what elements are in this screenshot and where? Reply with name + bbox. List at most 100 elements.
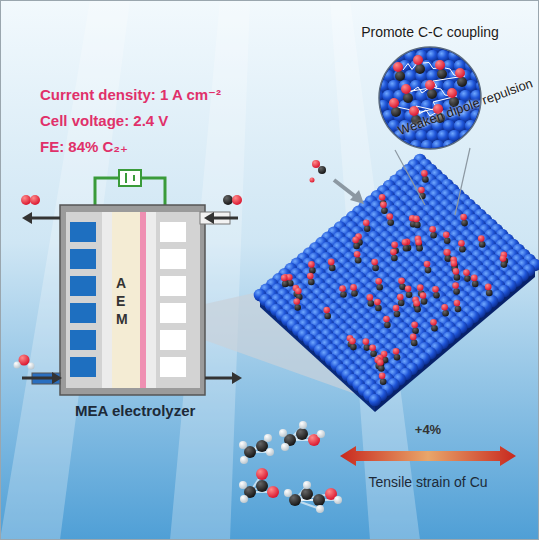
- cu-slab: [391, 255, 398, 262]
- strain-node: +4% Tensile strain of Cu: [338, 420, 518, 500]
- cu-slab: [293, 298, 300, 305]
- cu-slab: [350, 344, 357, 351]
- cu-slab: [411, 321, 418, 328]
- cu-slab: [371, 259, 378, 266]
- cu-slab: [461, 220, 468, 227]
- product-molecules: [284, 489, 292, 497]
- gas-molecules: [30, 195, 40, 205]
- cu-slab: [399, 284, 406, 291]
- product-molecules: [266, 448, 274, 456]
- cu-slab: [406, 291, 413, 298]
- flow-arrows: [30, 217, 60, 220]
- zoom-circle: [432, 140, 444, 152]
- zoom-circle: [481, 70, 493, 82]
- cu-slab: [294, 304, 301, 311]
- cu-slab: [478, 235, 485, 242]
- zoom-circle: [503, 130, 510, 142]
- metric-label: Cell voltage: 2.4 V: [40, 112, 168, 129]
- zoom-circle: [443, 140, 455, 152]
- cu-slab: [443, 232, 450, 239]
- zoom-circle: [498, 120, 510, 132]
- metric-label: FE: 84% C₂₊: [40, 138, 128, 156]
- zoom-circle: [454, 140, 466, 152]
- cu-slab: [281, 275, 288, 282]
- electrolyzer: [125, 173, 127, 183]
- cu-slab: [363, 220, 370, 227]
- zoom-circle: [498, 140, 510, 152]
- zoom-circle: [425, 80, 435, 90]
- cu-slab: [370, 350, 377, 357]
- electrolyzer: [160, 222, 186, 242]
- product-molecules: [303, 481, 311, 489]
- zoom-circle: [427, 89, 437, 99]
- cu-slab: [421, 170, 428, 177]
- cu-slab: [444, 238, 451, 245]
- cu-slab: [329, 265, 336, 272]
- cu-slab: [411, 340, 418, 347]
- zoom-circle: [476, 120, 488, 132]
- product-molecules: [256, 468, 268, 480]
- zoom-circle-node: Promote C-C couplingWeaken dipole repuls…: [350, 24, 510, 154]
- zoom-circle: [470, 130, 482, 142]
- zoom-circle: [377, 60, 389, 72]
- adsorption-arrow: [310, 178, 315, 183]
- gas-molecules: [14, 195, 243, 370]
- cu-slab: [455, 306, 462, 313]
- gas-molecules: [232, 195, 242, 205]
- cu-slab: [393, 348, 400, 355]
- electrolyzer-node: MEA electrolyzerAEM: [40, 170, 240, 425]
- cu-slab: [398, 278, 405, 285]
- cu-slab: [386, 213, 393, 220]
- cu-slab: [349, 338, 356, 345]
- node-text: +4%: [338, 422, 518, 437]
- cu-slab: [471, 275, 478, 282]
- zoom-circle: [492, 130, 504, 142]
- zoom-circle: [371, 110, 383, 122]
- cu-slab: [354, 251, 361, 258]
- zoom-circle: [389, 98, 399, 108]
- cu-slab: [375, 278, 382, 285]
- zoom-circle: [476, 40, 488, 52]
- metric-label: Current density: 1 A cm⁻²: [40, 86, 221, 104]
- zoom-circle: [371, 130, 383, 142]
- zoom-circle: [437, 69, 447, 79]
- electrolyzer: [70, 222, 96, 242]
- cu-slab: [364, 226, 371, 233]
- cu-slab: [413, 300, 420, 307]
- cu-slab: [384, 322, 391, 329]
- zoom-circle: [399, 40, 411, 52]
- product-molecules: [316, 505, 324, 513]
- cu-slab: [254, 154, 539, 412]
- cu-slab: [328, 259, 335, 266]
- cu-slab: [472, 281, 479, 288]
- electrolyzer: [70, 276, 96, 296]
- adsorption-arrow: [310, 160, 365, 204]
- zoom-circle: [487, 60, 499, 72]
- cu-slab: [295, 288, 302, 295]
- zoom-circle: [454, 40, 466, 52]
- zoom-circle: [350, 24, 510, 154]
- cu-slab: [500, 255, 507, 262]
- cu-slab: [501, 261, 508, 268]
- flow-arrows: [22, 212, 32, 224]
- zoom-circle: [366, 80, 378, 92]
- electrolyzer: [160, 276, 186, 296]
- zoom-circle: [498, 60, 510, 72]
- cu-slab: [379, 194, 386, 201]
- cu-slab: [379, 373, 386, 380]
- cu-slab: [454, 274, 461, 281]
- cu-slab: [376, 284, 383, 291]
- product-molecules: [299, 421, 307, 429]
- cu-slab: [364, 344, 371, 351]
- membrane-band: AEM: [112, 212, 140, 388]
- cu-slab: [452, 282, 459, 289]
- cu-slab: [405, 285, 412, 292]
- cu-slab: [308, 261, 315, 268]
- node-text: Tensile strain of Cu: [338, 474, 518, 490]
- gas-molecules: [28, 363, 35, 370]
- product-molecules: [279, 429, 287, 437]
- cu-slab: [307, 273, 314, 280]
- product-molecules: [239, 481, 247, 489]
- cu-slab: [444, 249, 451, 256]
